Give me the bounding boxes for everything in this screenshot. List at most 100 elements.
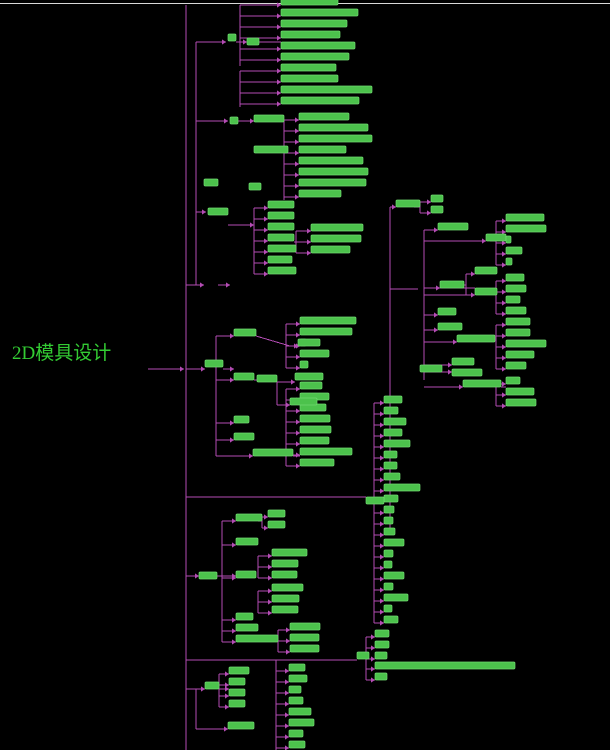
tree-node-bar[interactable] <box>505 273 525 282</box>
tree-node-bar[interactable] <box>383 406 399 415</box>
tree-node-bar[interactable] <box>235 623 259 632</box>
tree-node-bar[interactable] <box>288 707 312 716</box>
tree-node-bar[interactable] <box>271 559 299 568</box>
tree-node-bar[interactable] <box>271 583 304 592</box>
tree-node-bar[interactable] <box>505 257 513 266</box>
tree-node-bar[interactable] <box>437 322 463 331</box>
tree-node-bar[interactable] <box>374 651 388 660</box>
tree-node-bar[interactable] <box>299 327 353 336</box>
tree-node-bar[interactable] <box>253 114 285 123</box>
tree-node-bar[interactable] <box>505 361 527 370</box>
tree-node-bar[interactable] <box>267 244 297 253</box>
tree-node-bar[interactable] <box>298 189 342 198</box>
tree-node-bar[interactable] <box>297 338 321 347</box>
tree-node-bar[interactable] <box>289 644 320 653</box>
tree-node-bar[interactable] <box>374 629 390 638</box>
tree-node-bar[interactable] <box>233 328 257 337</box>
tree-node-bar[interactable] <box>280 0 339 6</box>
tree-node-bar[interactable] <box>229 116 239 125</box>
tree-node-bar[interactable] <box>299 425 332 434</box>
tree-node-bar[interactable] <box>430 194 444 203</box>
tree-node-bar[interactable] <box>294 372 324 381</box>
tree-node-bar[interactable] <box>383 582 394 591</box>
tree-node-bar[interactable] <box>383 505 395 514</box>
tree-node-bar[interactable] <box>356 651 370 660</box>
tree-node-bar[interactable] <box>505 235 512 244</box>
tree-node-bar[interactable] <box>299 316 357 325</box>
tree-node-bar[interactable] <box>505 350 535 359</box>
tree-node-bar[interactable] <box>233 415 250 424</box>
tree-node-bar[interactable] <box>298 145 347 154</box>
tree-node-bar[interactable] <box>280 63 337 72</box>
tree-node-bar[interactable] <box>365 496 385 505</box>
tree-node-bar[interactable] <box>299 436 330 445</box>
tree-node-bar[interactable] <box>383 428 403 437</box>
tree-node-bar[interactable] <box>505 339 547 348</box>
tree-node-bar[interactable] <box>383 560 393 569</box>
tree-node-bar[interactable] <box>505 317 531 326</box>
tree-node-bar[interactable] <box>299 381 323 390</box>
tree-node-bar[interactable] <box>505 246 523 255</box>
tree-node-bar[interactable] <box>374 661 516 670</box>
tree-node-bar[interactable] <box>235 537 259 546</box>
tree-node-bar[interactable] <box>228 699 246 708</box>
tree-node-bar[interactable] <box>267 255 293 264</box>
tree-node-bar[interactable] <box>383 461 398 470</box>
tree-node-bar[interactable] <box>280 19 348 28</box>
tree-node-bar[interactable] <box>474 287 498 296</box>
tree-node-bar[interactable] <box>505 295 521 304</box>
tree-node-bar[interactable] <box>299 349 330 358</box>
tree-node-bar[interactable] <box>485 233 507 242</box>
tree-node-bar[interactable] <box>248 182 262 191</box>
tree-node-bar[interactable] <box>383 604 393 613</box>
tree-node-bar[interactable] <box>451 368 483 377</box>
tree-node-bar[interactable] <box>298 134 373 143</box>
tree-node-bar[interactable] <box>267 520 286 529</box>
tree-node-bar[interactable] <box>271 570 298 579</box>
tree-node-bar[interactable] <box>383 615 399 624</box>
tree-node-bar[interactable] <box>227 33 237 42</box>
tree-node-bar[interactable] <box>288 663 306 672</box>
tree-node-bar[interactable] <box>280 30 341 39</box>
tree-node-bar[interactable] <box>267 222 295 231</box>
tree-node-bar[interactable] <box>253 145 289 154</box>
tree-node-bar[interactable] <box>203 178 219 187</box>
tree-node-bar[interactable] <box>280 41 356 50</box>
tree-node-bar[interactable] <box>235 570 257 579</box>
tree-node-bar[interactable] <box>505 387 535 396</box>
tree-node-bar[interactable] <box>267 200 295 209</box>
tree-node-bar[interactable] <box>235 634 279 643</box>
tree-node-bar[interactable] <box>299 360 309 369</box>
tree-node-bar[interactable] <box>505 376 521 385</box>
tree-node-bar[interactable] <box>198 571 218 580</box>
tree-node-bar[interactable] <box>228 688 246 697</box>
tree-node-bar[interactable] <box>289 622 321 631</box>
tree-node-bar[interactable] <box>267 266 297 275</box>
tree-node-bar[interactable] <box>235 513 263 522</box>
tree-node-bar[interactable] <box>298 167 369 176</box>
tree-node-bar[interactable] <box>383 439 411 448</box>
tree-node-bar[interactable] <box>280 96 360 105</box>
tree-node-bar[interactable] <box>280 8 359 17</box>
tree-node-bar[interactable] <box>383 450 398 459</box>
tree-node-bar[interactable] <box>228 666 250 675</box>
tree-node-bar[interactable] <box>267 233 295 242</box>
tree-node-bar[interactable] <box>271 594 300 603</box>
tree-node-bar[interactable] <box>374 672 388 681</box>
tree-node-bar[interactable] <box>288 718 315 727</box>
tree-node-bar[interactable] <box>310 234 362 243</box>
tree-node-bar[interactable] <box>462 379 502 388</box>
tree-node-bar[interactable] <box>395 199 421 208</box>
tree-node-bar[interactable] <box>383 549 394 558</box>
tree-node-bar[interactable] <box>437 222 469 231</box>
tree-node-bar[interactable] <box>288 696 304 705</box>
tree-node-bar[interactable] <box>233 432 255 441</box>
tree-node-bar[interactable] <box>267 211 295 220</box>
tree-node-bar[interactable] <box>288 729 304 738</box>
tree-node-bar[interactable] <box>383 483 421 492</box>
tree-node-bar[interactable] <box>310 223 364 232</box>
tree-node-bar[interactable] <box>439 280 465 289</box>
tree-node-bar[interactable] <box>383 527 396 536</box>
tree-node-bar[interactable] <box>204 681 220 690</box>
tree-node-bar[interactable] <box>383 494 399 503</box>
